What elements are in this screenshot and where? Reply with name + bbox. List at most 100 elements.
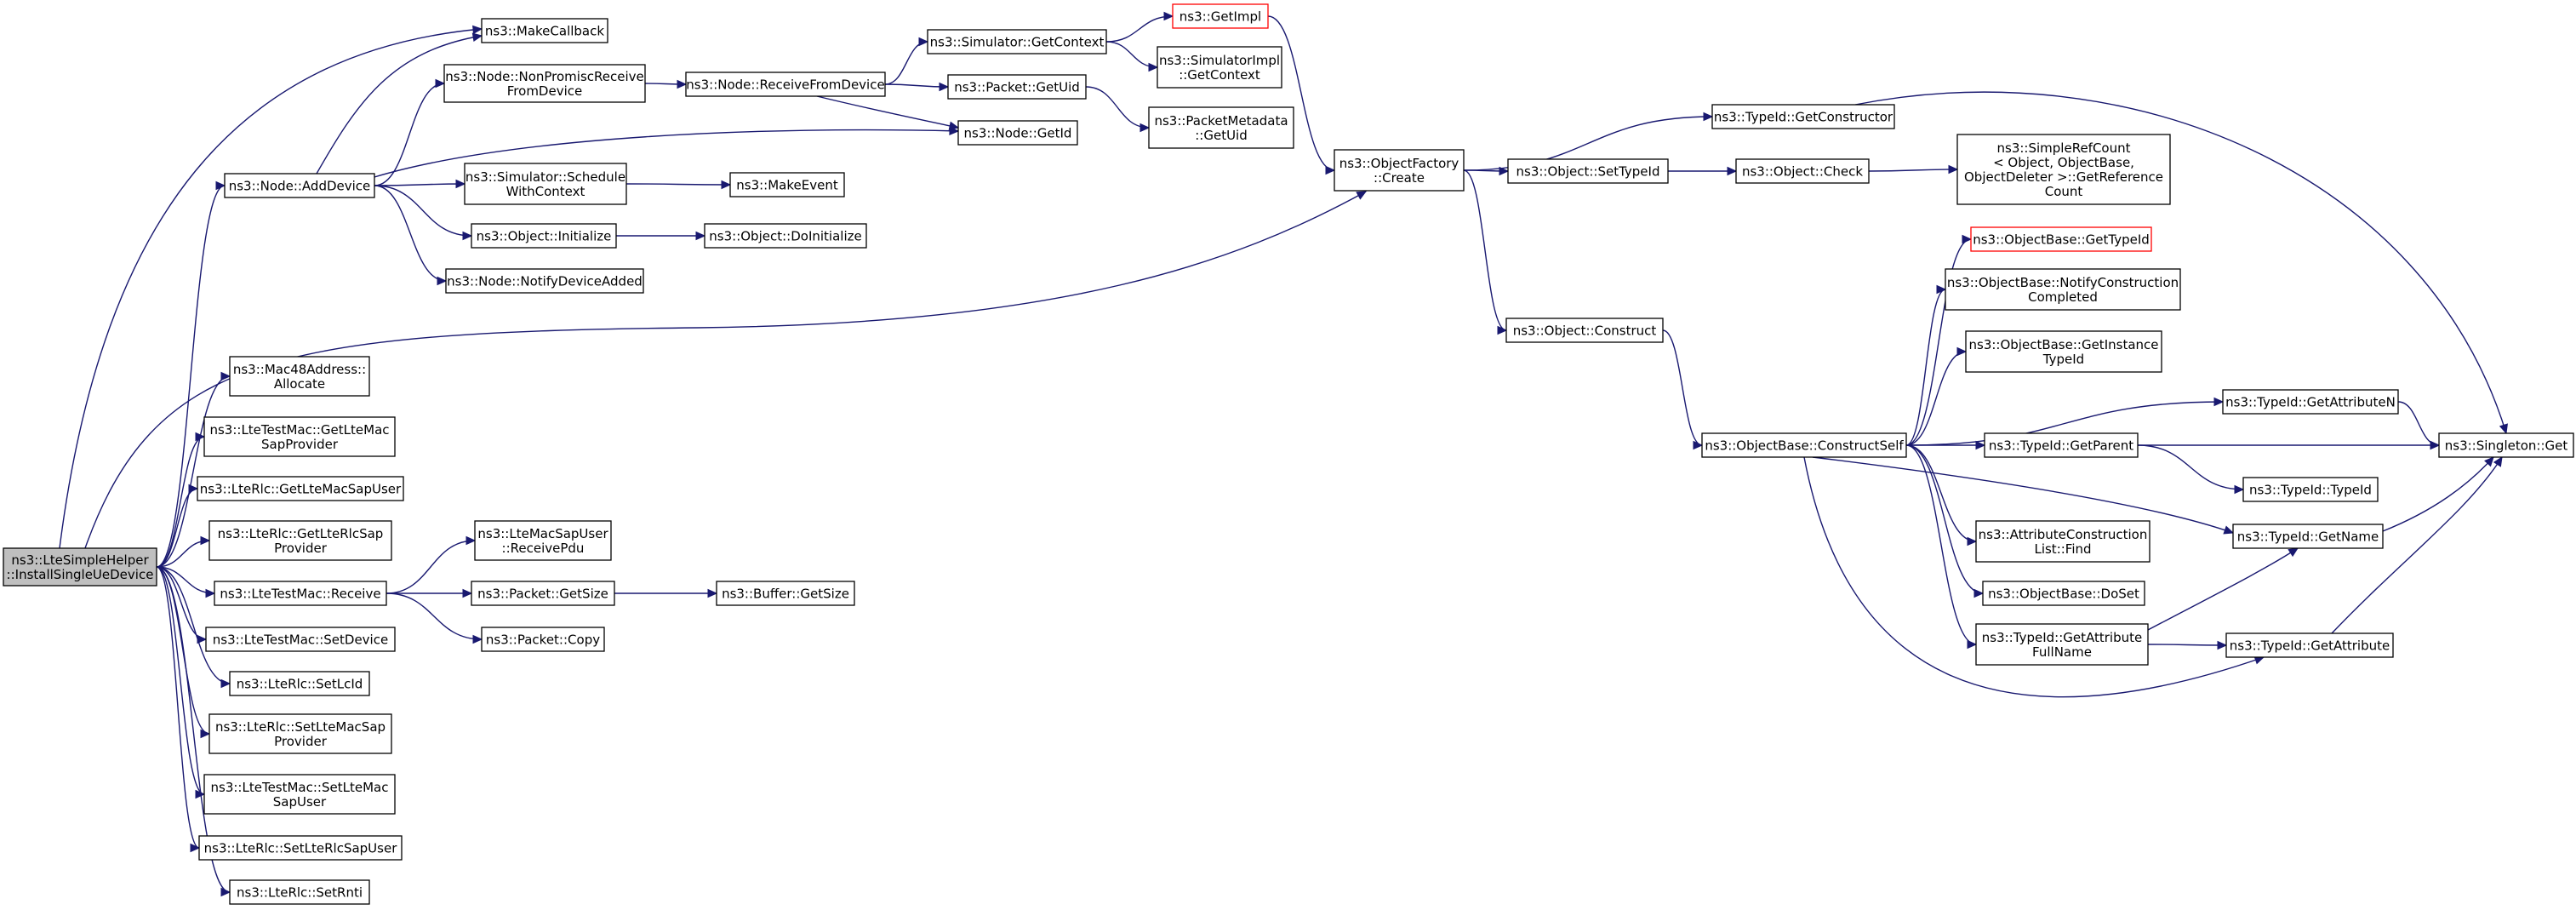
node-simplerefcount[interactable]: ns3::SimpleRefCount< Object, ObjectBase,…: [1956, 134, 2171, 205]
node-objdoinitialize[interactable]: ns3::Object::DoInitialize: [704, 223, 867, 249]
edge-line: [156, 436, 205, 568]
node-typeidgetattribute[interactable]: ns3::TypeId::GetAttribute: [2225, 632, 2394, 658]
node-receivefromdevice[interactable]: ns3::Node::ReceiveFromDevice: [685, 72, 886, 97]
node-objcheck[interactable]: ns3::Object::Check: [1735, 158, 1870, 184]
node-label: ns3::TypeId::GetAttribute: [1982, 630, 2142, 645]
edge-root-to-mac48allocate: [156, 371, 231, 568]
node-buffergetsize[interactable]: ns3::Buffer::GetSize: [716, 581, 855, 606]
edge-objconstruct-to-constructself: [1662, 329, 1704, 450]
node-label: ns3::MakeCallback: [485, 24, 604, 39]
arrow-head: [205, 588, 216, 598]
edge-line: [2397, 401, 2440, 446]
edge-constructself-to-objbasedoset: [1905, 444, 1985, 598]
node-typeidgetattributen[interactable]: ns3::TypeId::GetAttributeN: [2222, 389, 2399, 415]
node-label: ns3::ObjectBase::GetTypeId: [1973, 232, 2150, 248]
node-simimplgetcontext[interactable]: ns3::SimulatorImpl::GetContext: [1157, 46, 1282, 89]
node-objbasedoset[interactable]: ns3::ObjectBase::DoSet: [1982, 581, 2145, 606]
arrow-head: [462, 588, 473, 598]
node-root[interactable]: ns3::LteSimpleHelper::InstallSingleUeDev…: [3, 547, 157, 587]
edge-line: [1905, 444, 1977, 645]
node-lterlcsetlterlcsapuser[interactable]: ns3::LteRlc::SetLteRlcSapUser: [198, 835, 403, 861]
node-lterlcgetltemacsapuser[interactable]: ns3::LteRlc::GetLteMacSapUser: [197, 476, 404, 501]
edge-line: [1905, 401, 2224, 446]
node-typeidgetparent[interactable]: ns3::TypeId::GetParent: [1984, 432, 2139, 458]
edge-root-to-lterlcgetltemacsapuser: [156, 484, 199, 568]
nodes-layer: ns3::LteSimpleHelper::InstallSingleUeDev…: [3, 3, 2574, 905]
node-objbasegettypeid[interactable]: ns3::ObjectBase::GetTypeId: [1970, 226, 2152, 252]
node-label: Provider: [274, 734, 328, 749]
node-box: [229, 356, 370, 397]
node-getimpl[interactable]: ns3::GetImpl: [1172, 3, 1269, 29]
node-nodegetid[interactable]: ns3::Node::GetId: [957, 120, 1078, 146]
node-box: [2438, 432, 2574, 458]
edge-getcontext-to-simimplgetcontext: [1105, 41, 1159, 72]
node-getcontext[interactable]: ns3::Simulator::GetContext: [927, 29, 1107, 54]
arrow-head: [195, 789, 206, 799]
edge-line: [1905, 444, 1977, 542]
arrow-head: [200, 535, 211, 546]
node-packetcopy[interactable]: ns3::Packet::Copy: [481, 627, 605, 652]
edge-ltetestmacreceive-to-ltemacsapuserreceivepdu: [386, 535, 477, 594]
node-label: ::GetContext: [1179, 67, 1260, 83]
node-objinitialize[interactable]: ns3::Object::Initialize: [471, 223, 617, 249]
edge-constructself-to-notifyconstructioncompleted: [1905, 284, 1947, 446]
arrow-head: [188, 484, 199, 494]
node-box: [947, 74, 1087, 100]
node-makecallback[interactable]: ns3::MakeCallback: [481, 18, 608, 43]
node-box: [1975, 623, 2149, 666]
node-ltemacsapuserreceivepdu[interactable]: ns3::LteMacSapUser::ReceivePdu: [474, 520, 612, 561]
edge-line: [156, 375, 231, 568]
node-box: [1984, 432, 2139, 458]
node-packetgetuid[interactable]: ns3::Packet::GetUid: [947, 74, 1087, 100]
edge-adddevice-to-nonpromisc: [374, 78, 446, 186]
node-label: ns3::ObjectFactory: [1339, 156, 1459, 171]
node-objsettypeid[interactable]: ns3::Object::SetTypeId: [1507, 158, 1669, 184]
node-lterlcsetrnti[interactable]: ns3::LteRlc::SetRnti: [229, 879, 370, 905]
node-typeidgetconstructor[interactable]: ns3::TypeId::GetConstructor: [1711, 104, 1895, 129]
node-label: ns3::PacketMetadata: [1154, 113, 1288, 129]
edge-line: [625, 183, 731, 186]
node-objfactorycreate[interactable]: ns3::ObjectFactory::Create: [1334, 149, 1465, 192]
node-box: [1507, 158, 1669, 184]
node-lterlcsetlcid[interactable]: ns3::LteRlc::SetLcId: [229, 671, 370, 696]
node-packetgetsize[interactable]: ns3::Packet::GetSize: [471, 581, 615, 606]
node-adddevice[interactable]: ns3::Node::AddDevice: [224, 173, 375, 198]
node-typeidgetname[interactable]: ns3::TypeId::GetName: [2232, 524, 2384, 549]
node-ltetestmacsetdevice[interactable]: ns3::LteTestMac::SetDevice: [205, 627, 396, 652]
node-label: ns3::TypeId::GetName: [2237, 529, 2379, 545]
node-box: [203, 774, 396, 815]
node-notifydeviceadded[interactable]: ns3::Node::NotifyDeviceAdded: [445, 268, 644, 294]
node-pktmetagetuid[interactable]: ns3::PacketMetadata::GetUid: [1148, 106, 1294, 149]
arrow-head: [2430, 440, 2441, 450]
node-typeidtypeid[interactable]: ns3::TypeId::TypeId: [2242, 477, 2379, 502]
node-objconstruct[interactable]: ns3::Object::Construct: [1505, 318, 1664, 343]
arrow-head: [2288, 547, 2299, 558]
node-singletonget[interactable]: ns3::Singleton::Get: [2438, 432, 2574, 458]
node-notifyconstructioncompleted[interactable]: ns3::ObjectBase::NotifyConstructionCompl…: [1945, 268, 2181, 311]
node-box: [1148, 106, 1294, 149]
edge-schedulewithcontext-to-makeevent: [625, 180, 732, 190]
node-makeevent[interactable]: ns3::MakeEvent: [729, 172, 845, 197]
node-constructself[interactable]: ns3::ObjectBase::ConstructSelf: [1701, 432, 1907, 458]
edge-line: [316, 35, 483, 175]
node-box: [957, 120, 1078, 146]
node-label: ns3::ObjectBase::DoSet: [1988, 587, 2139, 602]
node-box: [1945, 268, 2181, 311]
edge-line: [2137, 444, 2244, 490]
node-ltetestmacreceive[interactable]: ns3::LteTestMac::Receive: [214, 581, 387, 606]
edge-constructself-to-typeidgetattributen: [1905, 397, 2225, 446]
node-mac48allocate[interactable]: ns3::Mac48Address::Allocate: [229, 356, 370, 397]
node-box: [203, 416, 396, 457]
node-label: ns3::AttributeConstruction: [1979, 527, 2148, 542]
edge-line: [59, 28, 483, 549]
node-label: ns3::Packet::Copy: [486, 632, 600, 648]
